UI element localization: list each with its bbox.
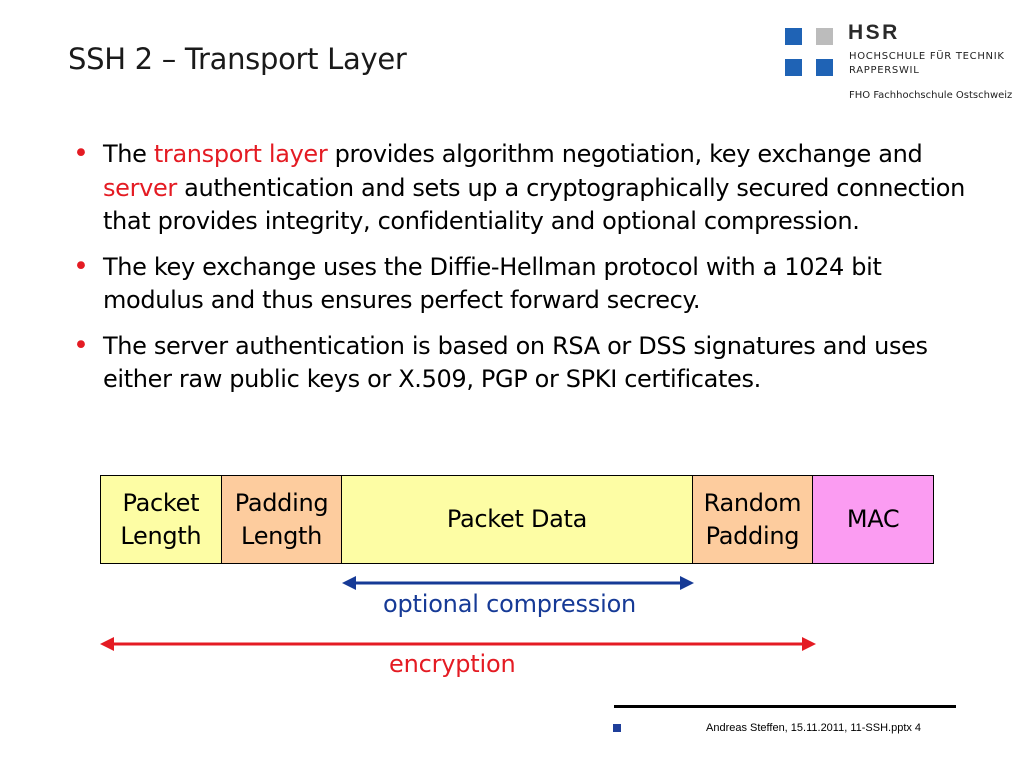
field-label: Packet Data bbox=[446, 505, 588, 533]
bullet-text: provides algorithm negotiation, key exch… bbox=[327, 140, 923, 168]
logo-line-3: FHO Fachhochschule Ostschweiz bbox=[849, 90, 1013, 101]
logo-square-icon bbox=[785, 59, 802, 76]
field-label: Padding bbox=[705, 521, 800, 550]
logo-line-1: HOCHSCHULE FÜR TECHNIK bbox=[849, 51, 1005, 62]
logo-wordmark: HSR bbox=[848, 21, 900, 44]
encryption-arrow bbox=[100, 637, 816, 651]
logo-square-icon bbox=[785, 28, 802, 45]
field-label: MAC bbox=[846, 505, 900, 533]
field-label: Random bbox=[703, 488, 802, 517]
bullet-item: • The key exchange uses the Diffie-Hellm… bbox=[72, 251, 972, 318]
bullet-list: • The transport layer provides algorithm… bbox=[72, 138, 972, 397]
field-label: Packet bbox=[122, 488, 200, 517]
field-label: Length bbox=[241, 521, 323, 550]
footer-text: Andreas Steffen, 15.11.2011, 11-SSH.pptx… bbox=[706, 722, 922, 734]
logo-square-icon bbox=[816, 28, 833, 45]
footer-divider bbox=[614, 705, 956, 708]
slide-title: SSH 2 – Transport Layer bbox=[68, 42, 407, 76]
bullet-text: The server authentication is based on RS… bbox=[103, 331, 928, 394]
compression-label: optional compression bbox=[383, 590, 637, 618]
field-mac: MAC bbox=[813, 476, 933, 563]
logo-square-icon bbox=[816, 59, 833, 76]
bullet-dot-icon: • bbox=[73, 250, 89, 282]
footer-square-icon bbox=[613, 724, 621, 732]
bullet-dot-icon: • bbox=[73, 138, 89, 169]
bullet-dot-icon: • bbox=[73, 329, 89, 361]
compression-arrow bbox=[342, 576, 694, 590]
bullet-text: authentication and sets up a cryptograph… bbox=[103, 173, 965, 236]
bullet-item: • The server authentication is based on … bbox=[72, 330, 972, 397]
bullet-item: • The transport layer provides algorithm… bbox=[72, 138, 972, 239]
bullet-text: The key exchange uses the Diffie-Hellman… bbox=[103, 252, 882, 315]
logo-line-2: RAPPERSWIL bbox=[849, 65, 920, 76]
field-label: Padding bbox=[234, 488, 329, 517]
bullet-text: The bbox=[103, 140, 154, 168]
field-packet-data: Packet Data bbox=[342, 476, 693, 563]
encryption-label: encryption bbox=[389, 650, 516, 678]
hsr-logo: HSR HOCHSCHULE FÜR TECHNIK RAPPERSWIL FH… bbox=[785, 21, 1017, 104]
highlight-transport-layer: transport layer bbox=[153, 140, 328, 168]
highlight-server: server bbox=[103, 173, 177, 202]
field-label: Length bbox=[120, 521, 202, 550]
